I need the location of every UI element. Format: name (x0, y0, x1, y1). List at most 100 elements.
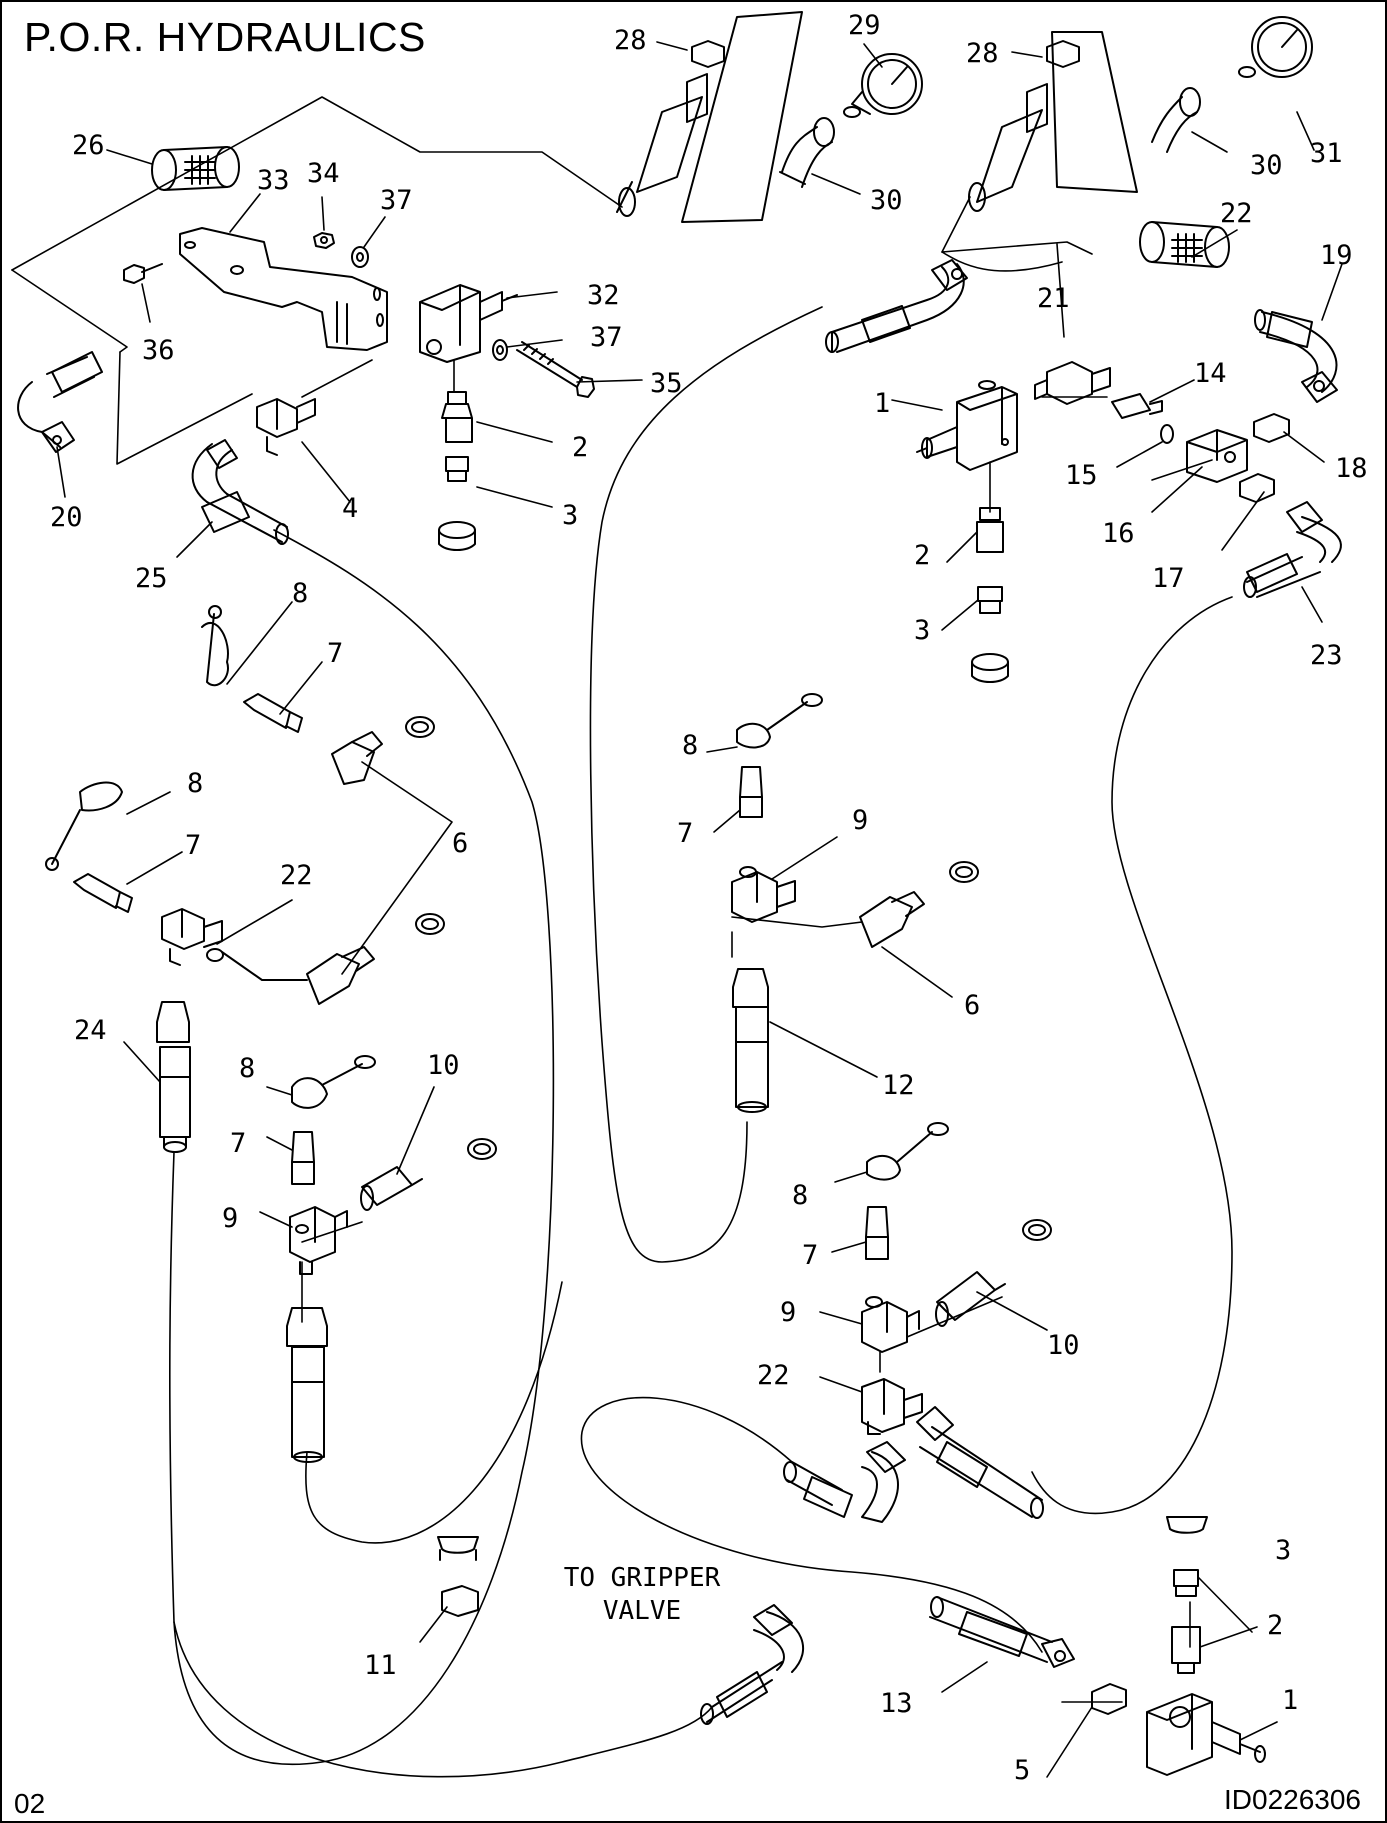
part-label-13: 13 (880, 1688, 913, 1719)
cap-10-right (1022, 1219, 1052, 1241)
tee-21 (1034, 361, 1111, 405)
gauge-panel-left (681, 11, 803, 223)
part-label-21: 21 (1037, 283, 1070, 314)
nipple-10-left (360, 1166, 423, 1211)
part-label-18: 18 (1335, 453, 1368, 484)
callout-line-1: TO GRIPPER (563, 1563, 721, 1593)
dust-plug-8-e (866, 1122, 949, 1181)
part-label-6-b: 6 (964, 990, 981, 1021)
hose-gripper (700, 1604, 804, 1725)
part-label-29: 29 (848, 10, 881, 41)
valve-block-32 (419, 284, 518, 363)
part-label-10-a: 10 (427, 1050, 460, 1081)
part-label-3-b: 3 (914, 615, 931, 646)
hose-top-center (825, 259, 968, 353)
tee-4 (256, 398, 316, 456)
bolt-35 (516, 341, 595, 398)
filter-26 (151, 146, 240, 191)
leader-lines (56, 41, 1343, 1778)
part-label-2-a: 2 (572, 432, 589, 463)
adapter-14 (1111, 393, 1163, 419)
part-label-1-a: 1 (874, 388, 891, 419)
coupler-7-b (73, 873, 133, 913)
part-label-8-d: 8 (239, 1053, 256, 1084)
elbow-30-right (1151, 87, 1201, 153)
cap-6-c (949, 861, 979, 883)
part-label-14: 14 (1194, 358, 1227, 389)
part-label-28-a: 28 (614, 25, 647, 56)
part-label-10-b: 10 (1047, 1330, 1080, 1361)
part-label-12: 12 (882, 1070, 915, 1101)
coupler-7-d (739, 766, 763, 818)
callout-line-2: VALVE (602, 1595, 682, 1626)
tee-9-right (861, 1296, 920, 1353)
coupler-7-c (291, 1131, 315, 1185)
part-label-8-e: 8 (792, 1180, 809, 1211)
hose-24 (156, 1001, 191, 1153)
hose-lower-right-straight (916, 1406, 1044, 1519)
dust-plug-8-d (736, 693, 823, 749)
part-label-28-b: 28 (966, 38, 999, 69)
part-label-6-a: 6 (452, 828, 469, 859)
part-label-7-c: 7 (185, 830, 202, 861)
dust-cap-3-bottom (1166, 1516, 1208, 1534)
part-label-15: 15 (1065, 460, 1098, 491)
part-label-9-a: 9 (852, 805, 869, 836)
part-label-4: 4 (342, 493, 359, 524)
plug-11 (441, 1585, 479, 1617)
hose-lower-left (286, 1307, 328, 1463)
hose-25 (191, 439, 289, 545)
valve-block-1-bottom (1146, 1693, 1266, 1776)
hose-elbow-20 (17, 351, 103, 453)
part-label-2-c: 2 (1267, 1610, 1284, 1641)
o-ring-15 (1160, 424, 1174, 444)
part-label-32: 32 (587, 280, 620, 311)
part-label-9-c: 9 (780, 1297, 797, 1328)
part-label-30-a: 30 (870, 185, 903, 216)
filter-27 (1139, 221, 1230, 268)
part-label-1-b: 1 (1282, 1685, 1299, 1716)
part-label-37-b: 37 (590, 322, 623, 353)
bolt-36 (123, 263, 163, 284)
tee-9-center (731, 866, 796, 923)
block-16 (1186, 429, 1248, 483)
fitting-3-right (977, 586, 1003, 614)
fitting-18 (1253, 413, 1290, 443)
fitting-2-left (441, 391, 473, 443)
dust-cap-left (438, 521, 476, 551)
part-label-8-c: 8 (187, 768, 204, 799)
part-label-20: 20 (50, 502, 83, 533)
mount-bracket-33 (179, 227, 388, 351)
fitting-2-right (976, 507, 1004, 553)
cap-6-b (415, 913, 445, 935)
washer-37-top (351, 246, 369, 268)
part-label-31: 31 (1310, 138, 1343, 169)
part-label-34: 34 (307, 158, 340, 189)
nipple-10-right (935, 1271, 1006, 1327)
elbow-6-b (306, 946, 375, 1005)
fitting-3-bottom (1173, 1569, 1199, 1597)
part-label-22-b: 22 (757, 1360, 790, 1391)
part-label-9-b: 9 (222, 1203, 239, 1234)
coupler-7-e (865, 1206, 889, 1260)
coupler-28-left (616, 40, 725, 217)
gauge-panel-right (1051, 31, 1138, 193)
part-label-27: 22 (1220, 198, 1253, 229)
coupler-7-a (243, 693, 303, 733)
elbow-30-left (779, 117, 835, 188)
footer-page-code: 02 (14, 1788, 46, 1819)
part-label-8-a: 8 (292, 578, 309, 609)
part-label-36: 36 (142, 335, 175, 366)
part-label-17: 17 (1152, 563, 1185, 594)
nut-34 (313, 232, 335, 249)
dust-cap-11 (437, 1536, 479, 1561)
part-label-2-b: 2 (914, 540, 931, 571)
part-label-25: 25 (135, 563, 168, 594)
diagram-title: P.O.R. HYDRAULICS (24, 14, 426, 60)
part-label-22-a: 22 (280, 860, 313, 891)
fitting-5 (1091, 1683, 1127, 1715)
part-label-7-a: 7 (327, 638, 344, 669)
part-label-5: 5 (1014, 1755, 1031, 1786)
